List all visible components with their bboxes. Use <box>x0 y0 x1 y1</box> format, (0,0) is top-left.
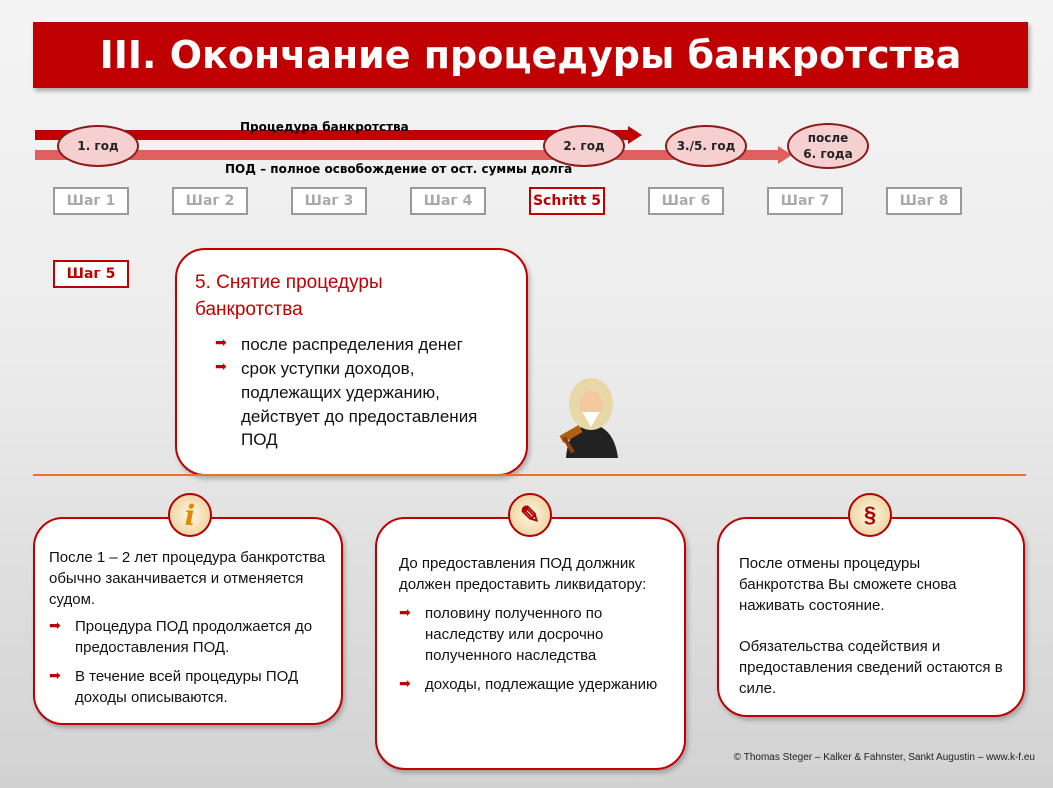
paragraph-card-text-2: Обязательства содействия и предоставлени… <box>739 638 1003 697</box>
bullet-item: ➡доходы, подлежащие удержанию <box>399 675 658 693</box>
info-icon: i <box>168 493 212 537</box>
step-7[interactable]: Шаг 7 <box>767 187 843 215</box>
step-5-card: 5. Снятие процедуры банкротства ➡после р… <box>175 248 528 476</box>
paragraph-card-text-1: После отмены процедуры банкротства Вы см… <box>739 555 957 614</box>
paragraph-icon: § <box>848 493 892 537</box>
bullet-item: ➡после распределения денег <box>215 334 463 355</box>
procedure-label: Процедура банкротства <box>240 120 409 134</box>
rsb-arrow <box>35 150 780 160</box>
arrow-bullet-icon: ➡ <box>215 357 227 374</box>
info-card-intro: После 1 – 2 лет процедура банкротства об… <box>49 549 326 608</box>
pencil-card: До предоставления ПОД должник должен пре… <box>375 517 686 770</box>
milestone-year-3-5: 3./5. год <box>665 125 747 167</box>
pencil-icon: ✎ <box>508 493 552 537</box>
arrow-bullet-icon: ➡ <box>49 617 61 633</box>
arrow-bullet-icon: ➡ <box>215 334 227 351</box>
bullet-item: ➡В течение всей процедуры ПОД доходы опи… <box>49 667 299 706</box>
step-1[interactable]: Шаг 1 <box>53 187 129 215</box>
pencil-card-intro: До предоставления ПОД должник должен пре… <box>399 555 647 593</box>
milestone-after-6: после 6. года <box>787 123 869 169</box>
step-8[interactable]: Шаг 8 <box>886 187 962 215</box>
step-4[interactable]: Шаг 4 <box>410 187 486 215</box>
bullet-item: ➡срок уступки доходов, подлежащих удержа… <box>215 357 478 450</box>
milestone-year-2: 2. год <box>543 125 625 167</box>
procedure-arrow <box>35 130 630 140</box>
arrow-bullet-icon: ➡ <box>49 667 61 683</box>
bullet-item: ➡половину полученного по наследству или … <box>399 604 604 664</box>
step-5-title: 5. Снятие процедуры банкротства <box>195 272 383 320</box>
paragraph-card: После отмены процедуры банкротства Вы см… <box>717 517 1025 717</box>
slide-title: III. Окончание процедуры банкротства <box>33 22 1028 88</box>
arrow-bullet-icon: ➡ <box>399 604 411 620</box>
arrow-bullet-icon: ➡ <box>399 675 411 691</box>
rsb-label: ПОД – полное освобождение от ост. суммы … <box>225 162 573 176</box>
procedure-arrow-head <box>628 126 642 144</box>
step-2[interactable]: Шаг 2 <box>172 187 248 215</box>
step-3[interactable]: Шаг 3 <box>291 187 367 215</box>
footer-copyright: © Thomas Steger – Kalker & Fahnster, San… <box>733 752 1035 763</box>
milestone-year-1: 1. год <box>57 125 139 167</box>
info-card: После 1 – 2 лет процедура банкротства об… <box>33 517 343 725</box>
bullet-item: ➡Процедура ПОД продолжается до предостав… <box>49 617 313 656</box>
step-6[interactable]: Шаг 6 <box>648 187 724 215</box>
current-step-badge: Шаг 5 <box>53 260 129 288</box>
judge-icon <box>559 378 618 458</box>
step-5[interactable]: Schritt 5 <box>529 187 605 215</box>
divider <box>33 474 1026 476</box>
